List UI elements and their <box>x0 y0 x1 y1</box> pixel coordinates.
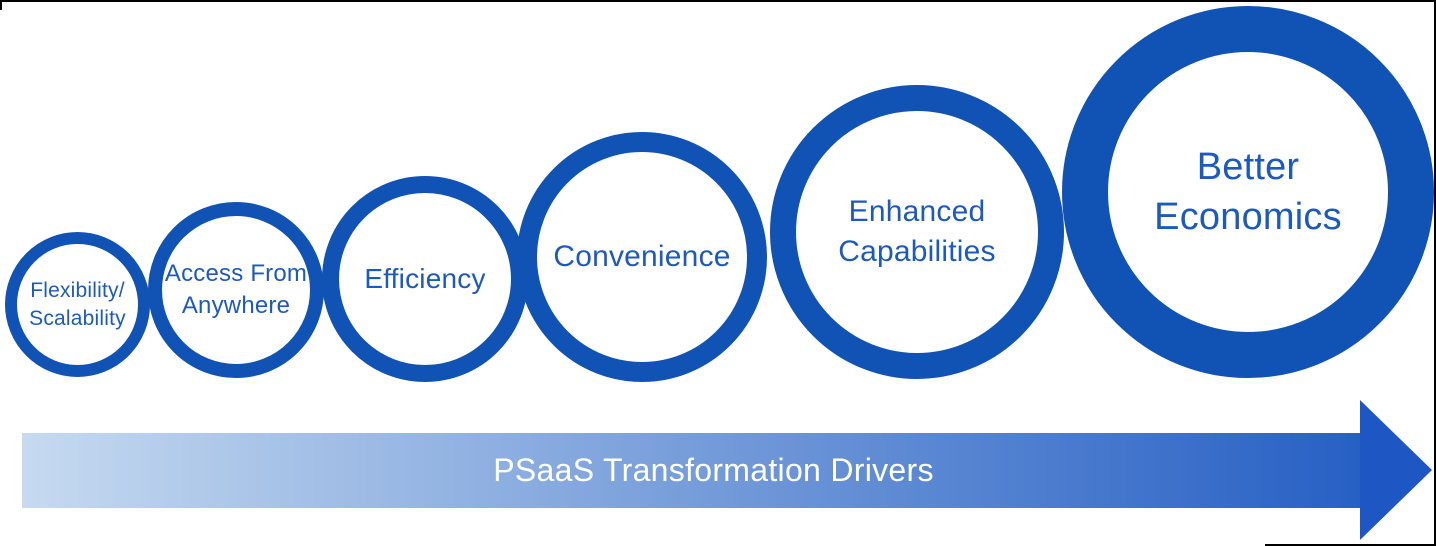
driver-circle-label-convenience: Convenience <box>553 240 731 274</box>
arrow-label: PSaaS Transformation Drivers <box>493 452 934 488</box>
arrow-bar: PSaaS Transformation Drivers <box>22 433 1360 508</box>
driver-circle-flexibility-scalability: Flexibility/ Scalability <box>5 232 150 377</box>
frame-border-top <box>0 0 1436 2</box>
frame-border-right <box>1434 0 1436 546</box>
driver-circle-convenience: Convenience <box>517 132 767 382</box>
driver-circle-label-efficiency: Efficiency <box>364 262 486 294</box>
driver-circle-efficiency: Efficiency <box>322 176 528 382</box>
arrow-head-icon <box>1360 400 1432 540</box>
driver-circle-access-from-anywhere: Access From Anywhere <box>148 202 324 378</box>
driver-circle-label-enhanced-capabilities: Enhanced Capabilities <box>838 195 996 268</box>
driver-circle-enhanced-capabilities: Enhanced Capabilities <box>770 85 1064 379</box>
frame-border-left <box>0 0 2 10</box>
driver-circle-label-access-from-anywhere: Access From Anywhere <box>164 260 308 319</box>
driver-circle-better-economics: Better Economics <box>1062 6 1434 378</box>
driver-circle-label-flexibility-scalability: Flexibility/ Scalability <box>29 278 126 330</box>
frame-border-bottom <box>1265 544 1436 546</box>
driver-circle-label-better-economics: Better Economics <box>1154 145 1342 238</box>
